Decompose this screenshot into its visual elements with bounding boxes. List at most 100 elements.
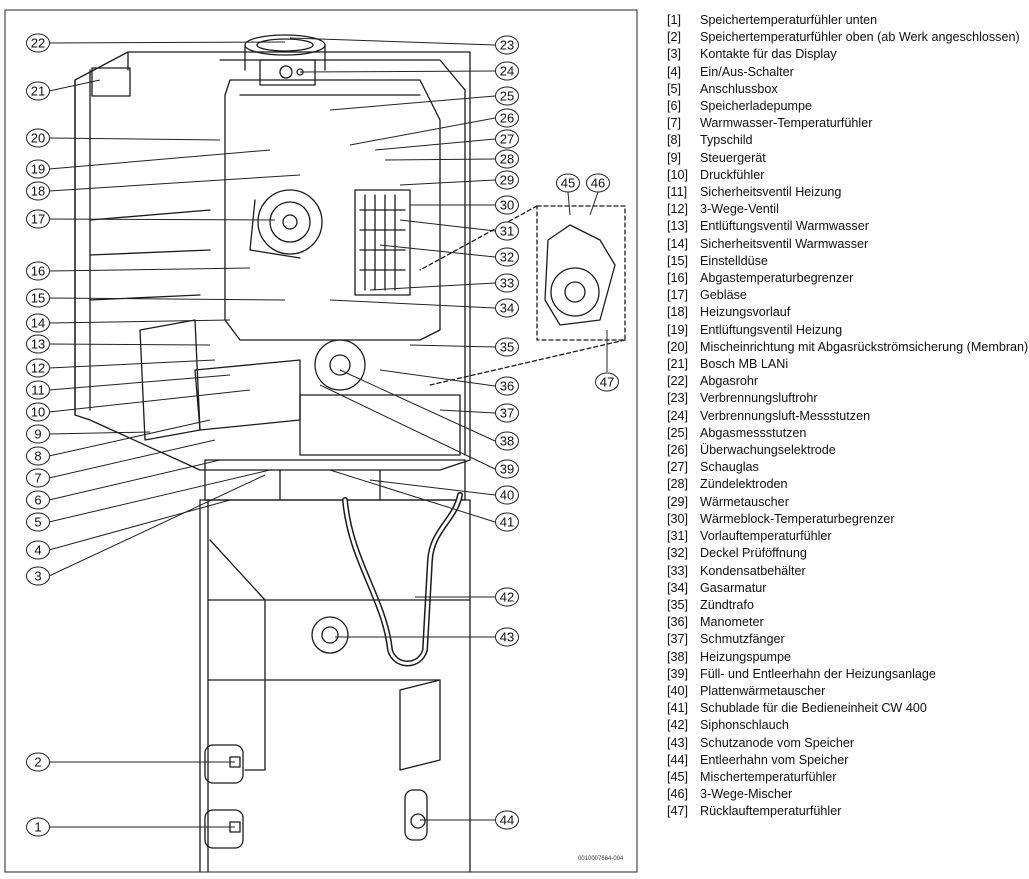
legend-text: Einstelldüse (700, 253, 768, 268)
callout-circle (495, 512, 519, 532)
callout-circle (26, 33, 50, 53)
callout-circle (26, 566, 50, 586)
legend-text: Speichertemperaturfühler unten (700, 13, 878, 27)
legend-number: [46] (667, 787, 689, 802)
legend-number: [5] (667, 81, 682, 96)
callout-circle (26, 752, 50, 772)
callout-2: 2 (26, 752, 50, 772)
callout-label: 34 (500, 301, 514, 316)
callout-circle (495, 376, 519, 396)
legend-item: [34]Gasarmatur (667, 580, 1028, 597)
callout-label: 5 (34, 515, 41, 530)
legend-item: [22]Abgasrohr (667, 373, 1028, 390)
legend-item: [6]Speicherladepumpe (667, 98, 1028, 115)
legend-number: [22] (667, 374, 689, 389)
callout-circle (495, 195, 519, 215)
callout-4: 4 (26, 540, 50, 560)
callout-circle (26, 424, 50, 444)
legend-text: Schutzanode vom Speicher (700, 735, 855, 750)
callout-22: 22 (26, 33, 50, 53)
legend-item: [15]Einstelldüse (667, 253, 1028, 270)
legend-number: [31] (667, 529, 689, 544)
callout-label: 16 (31, 264, 45, 279)
legend-number: [7] (667, 116, 682, 131)
callout-label: 28 (500, 152, 514, 167)
callout-16: 16 (26, 261, 50, 281)
callout-label: 35 (500, 340, 514, 355)
callout-circle (495, 459, 519, 479)
legend-number: [24] (667, 408, 689, 423)
callout-label: 1 (34, 820, 41, 835)
legend-number: [38] (667, 649, 689, 664)
legend-number: [19] (667, 322, 689, 337)
callout-28: 28 (495, 149, 519, 169)
callout-circle (495, 247, 519, 267)
legend-text: Entlüftungsventil Warmwasser (700, 219, 869, 234)
callout-1: 1 (26, 817, 50, 837)
legend-text: Kontakte für das Display (700, 47, 837, 62)
callout-circle (586, 173, 610, 193)
callout-9: 9 (26, 424, 50, 444)
legend-text: Schublade für die Bedieneinheit CW 400 (700, 701, 927, 716)
legend-item: [7] Warmwasser-Temperaturfühler (667, 115, 1028, 132)
callout-34: 34 (495, 298, 519, 318)
legend-item: [41]Schublade für die Bedieneinheit CW 4… (667, 700, 1028, 717)
callout-label: 18 (31, 184, 45, 199)
callout-circle (495, 221, 519, 241)
callout-38: 38 (495, 431, 519, 451)
legend-text: Speicherladepumpe (700, 99, 813, 114)
legend-text: Heizungspumpe (700, 649, 792, 664)
legend-number: [43] (667, 735, 689, 750)
callout-circle (495, 108, 519, 128)
callout-label: 43 (500, 630, 514, 645)
callout-11: 11 (26, 380, 50, 400)
legend-item: [17]Gebläse (667, 287, 1028, 304)
legend-text: Überwachungselektrode (700, 443, 836, 458)
legend-text: Vorlauftemperaturfühler (700, 529, 832, 544)
callout-circle (26, 358, 50, 378)
callout-21: 21 (26, 81, 50, 101)
legend-item: [13]Entlüftungsventil Warmwasser (667, 218, 1028, 235)
legend-item: [44]Entleerhahn vom Speicher (667, 752, 1028, 769)
legend-text: Entleerhahn vom Speicher (700, 752, 849, 767)
legend-item: [47]Rücklauftemperaturfühler (667, 803, 1028, 820)
callout-circle (26, 468, 50, 488)
figure-frame (4, 9, 638, 873)
callout-circle (495, 403, 519, 423)
legend-number: [14] (667, 236, 689, 251)
callout-circle (495, 35, 519, 55)
callout-label: 45 (561, 176, 575, 191)
callout-42: 42 (495, 587, 519, 607)
callout-label: 3 (34, 569, 41, 584)
legend-item: [46]3-Wege-Mischer (667, 786, 1028, 803)
callout-41: 41 (495, 512, 519, 532)
callout-13: 13 (26, 334, 50, 354)
callout-circle (495, 627, 519, 647)
callout-14: 14 (26, 313, 50, 333)
callout-label: 11 (31, 383, 45, 398)
callout-label: 33 (500, 276, 514, 291)
legend-item: [42]Siphonschlauch (667, 717, 1028, 734)
legend-number: [3] (667, 47, 682, 62)
callout-label: 4 (34, 543, 41, 558)
callout-label: 26 (500, 111, 514, 126)
callout-label: 7 (34, 471, 41, 486)
legend-text: Heizungsvorlauf (700, 305, 791, 320)
legend-item: [40]Plattenwärmetauscher (667, 683, 1028, 700)
legend-text: Warmwasser-Temperaturfühler (700, 116, 873, 131)
legend-number: [11] (667, 185, 688, 200)
legend-text: Speichertemperaturfühler oben (ab Werk a… (700, 30, 1020, 45)
legend-number: [1] (667, 13, 682, 27)
callout-circle (26, 313, 50, 333)
legend-number: [17] (667, 288, 689, 303)
callout-label: 41 (500, 515, 514, 530)
callout-label: 10 (31, 405, 45, 420)
callout-26: 26 (495, 108, 519, 128)
legend-text: Verbrennungsluftrohr (700, 391, 818, 406)
legend-item: [16]Abgastemperaturbegrenzer (667, 270, 1028, 287)
legend-text: Steuergerät (700, 150, 766, 165)
legend-item: [9]Steuergerät (667, 150, 1028, 167)
legend-item: [21]Bosch MB LANi (667, 356, 1028, 373)
callout-12: 12 (26, 358, 50, 378)
legend-number: [18] (667, 305, 689, 320)
